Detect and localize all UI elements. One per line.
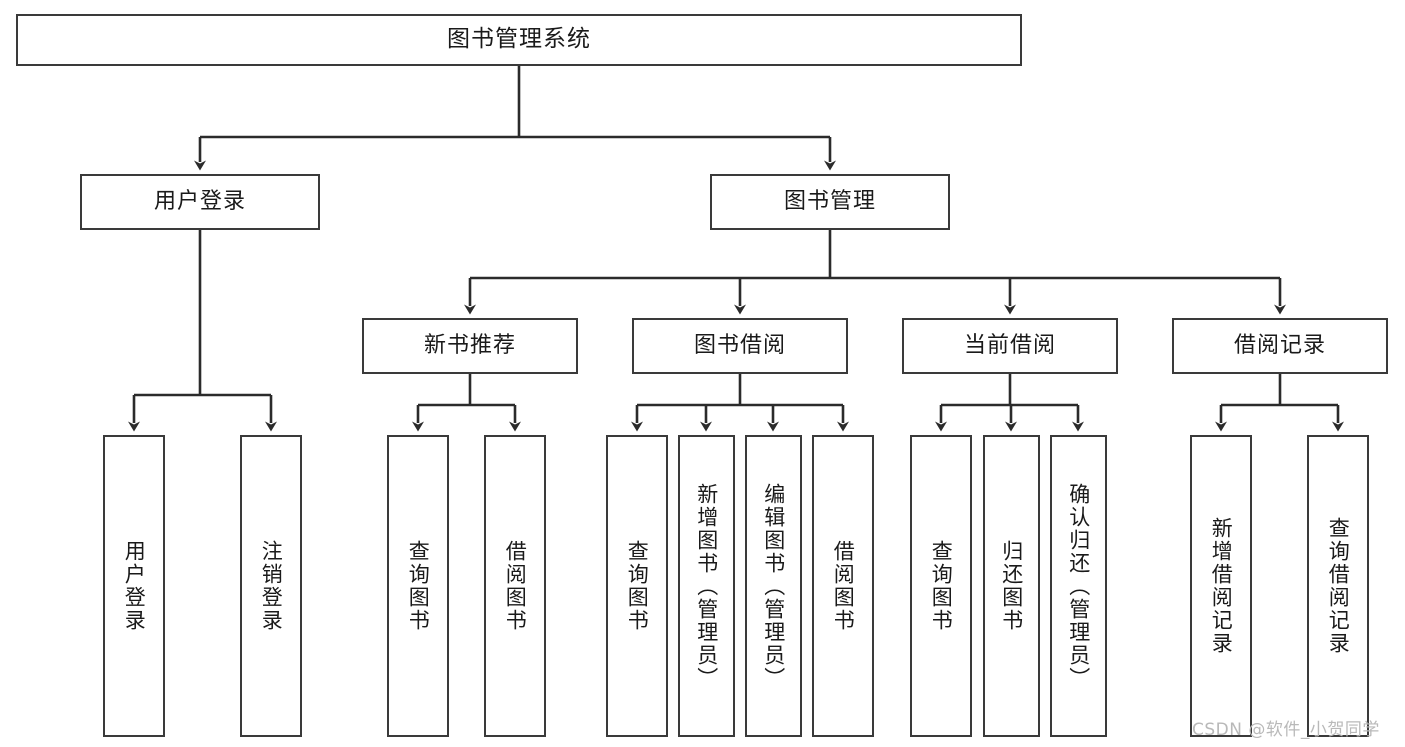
node-book-borrow[interactable]: 图书借阅 [632,318,848,374]
leaf-label: 借阅图书 [831,540,856,632]
leaf-query-book-recommend[interactable]: 查询图书 [387,435,449,737]
leaf-add-borrow-record[interactable]: 新增借阅记录 [1190,435,1252,737]
leaf-label: 用户登录 [122,540,147,632]
leaf-return-book[interactable]: 归还图书 [983,435,1040,737]
leaf-label: 查询图书 [625,540,650,632]
leaf-label: 查询图书 [406,540,431,632]
leaf-label: 新增借阅记录 [1209,517,1234,655]
leaf-logout[interactable]: 注销登录 [240,435,302,737]
leaf-confirm-return[interactable]: 确认归还（管理员） [1050,435,1107,737]
leaf-label: 查询借阅记录 [1326,517,1351,655]
leaf-user-login[interactable]: 用户登录 [103,435,165,737]
node-new-book-recommend[interactable]: 新书推荐 [362,318,578,374]
node-root[interactable]: 图书管理系统 [16,14,1022,66]
leaf-query-book-current[interactable]: 查询图书 [910,435,972,737]
leaf-query-borrow-record[interactable]: 查询借阅记录 [1307,435,1369,737]
leaf-edit-book[interactable]: 编辑图书（管理员） [745,435,802,737]
leaf-label: 新增图书（管理员） [694,482,719,690]
node-current-borrow[interactable]: 当前借阅 [902,318,1118,374]
node-borrow-record[interactable]: 借阅记录 [1172,318,1388,374]
leaf-query-book-borrow[interactable]: 查询图书 [606,435,668,737]
node-book-management[interactable]: 图书管理 [710,174,950,230]
leaf-label: 借阅图书 [503,540,528,632]
leaf-label: 查询图书 [929,540,954,632]
node-user-login[interactable]: 用户登录 [80,174,320,230]
leaf-borrow-book-recommend[interactable]: 借阅图书 [484,435,546,737]
leaf-label: 归还图书 [999,540,1024,632]
leaf-label: 确认归还（管理员） [1066,482,1091,690]
leaf-borrow-book[interactable]: 借阅图书 [812,435,874,737]
watermark-text: CSDN @软件_小贺同学 [1192,720,1380,740]
leaf-add-book[interactable]: 新增图书（管理员） [678,435,735,737]
leaf-label: 注销登录 [259,540,284,632]
leaf-label: 编辑图书（管理员） [761,482,786,690]
